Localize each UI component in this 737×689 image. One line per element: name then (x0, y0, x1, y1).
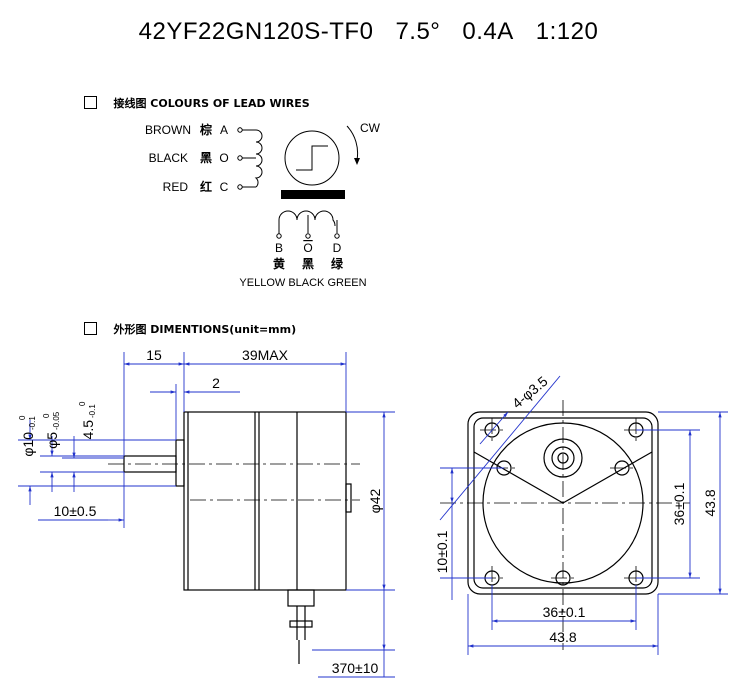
lead-terminal-o: O (219, 151, 228, 165)
lead-cn-brown: 棕 (199, 122, 212, 137)
terminal-o: O (303, 241, 312, 255)
dim-d5: φ5 (44, 432, 60, 449)
lead-label-brown: BROWN (145, 123, 191, 137)
dimensions-section-header: 外形图 DIMENTIONS(unit=mm) (84, 321, 296, 340)
lead-label-black: BLACK (149, 151, 188, 165)
terminal-cn-green: 绿 (331, 256, 344, 271)
terminal-d: D (333, 241, 342, 255)
dim-size-h: 43.8 (549, 629, 576, 645)
dimensions-section-label: 外形图 DIMENTIONS(unit=mm) (113, 323, 297, 336)
gear-ratio: 1:120 (535, 18, 599, 45)
dim-size-v: 43.8 (702, 489, 718, 516)
wiring-section-header: 接线图 COLOURS OF LEAD WIRES (84, 95, 310, 114)
lead-label-red: RED (163, 180, 189, 194)
checkbox-icon (84, 96, 97, 109)
dim-shaft-ext: 10±0.5 (54, 503, 97, 519)
model-number: 42YF22GN120S-TF0 (138, 18, 374, 45)
direction-label: CW (360, 121, 381, 135)
side-view (123, 411, 352, 664)
dim-holes: 4-φ3.5 (509, 373, 551, 412)
dim-d10-tol-bot: -0.1 (28, 416, 37, 430)
terminal-cn-black: 黑 (302, 257, 314, 271)
dim-flat: 4.5 (80, 420, 96, 440)
lead-cn-red: 红 (200, 179, 212, 194)
dim-d10-group: φ10 0 -0.1 (18, 415, 37, 457)
dim-flat-tol-top: 0 (78, 401, 87, 406)
dim-d5-tol-top: 0 (42, 413, 51, 418)
dim-body-diameter: φ42 (367, 488, 383, 513)
dim-body-length: 39MAX (242, 347, 289, 363)
lead-terminal-c: C (220, 180, 229, 194)
terminal-cn-yellow: 黄 (273, 256, 285, 271)
lead-terminal-a: A (220, 123, 228, 137)
dim-lead-length: 370±10 (332, 660, 379, 676)
rated-current: 0.4A (462, 18, 514, 45)
wiring-diagram: BROWN 棕 A BLACK 黑 O RED 红 C CW (145, 121, 381, 289)
page-title: 42YF22GN120S-TF0 7.5° 0.4A 1:120 (0, 18, 737, 46)
dim-hole-offset: 10±0.1 (434, 530, 450, 573)
dim-shaft-length: 15 (146, 347, 162, 363)
dim-flat-group: 4.5 0 -0.1 (78, 401, 97, 439)
lead-cn-black: 黑 (200, 151, 212, 165)
dim-hole-pitch-v: 36±0.1 (671, 482, 687, 525)
bottom-caption: YELLOW BLACK GREEN (239, 277, 366, 289)
step-angle: 7.5° (395, 18, 441, 45)
dim-flange: 2 (212, 375, 220, 391)
dim-flat-tol-bot: -0.1 (88, 404, 97, 418)
stator-bar (281, 190, 345, 199)
dim-hole-pitch-h: 36±0.1 (543, 604, 586, 620)
dimension-drawing: 15 39MAX 2 φ10 0 -0.1 φ5 0 -0.05 4.5 0 -… (18, 347, 728, 678)
dim-d5-group: φ5 0 -0.05 (42, 411, 61, 449)
wiring-section-label: 接线图 COLOURS OF LEAD WIRES (113, 97, 310, 110)
cw-arrow-icon (354, 158, 360, 165)
dim-d10: φ10 (20, 432, 36, 457)
terminal-b: B (275, 241, 283, 255)
dim-d10-tol-top: 0 (18, 415, 27, 420)
dim-d5-tol-bot: -0.05 (52, 411, 61, 430)
